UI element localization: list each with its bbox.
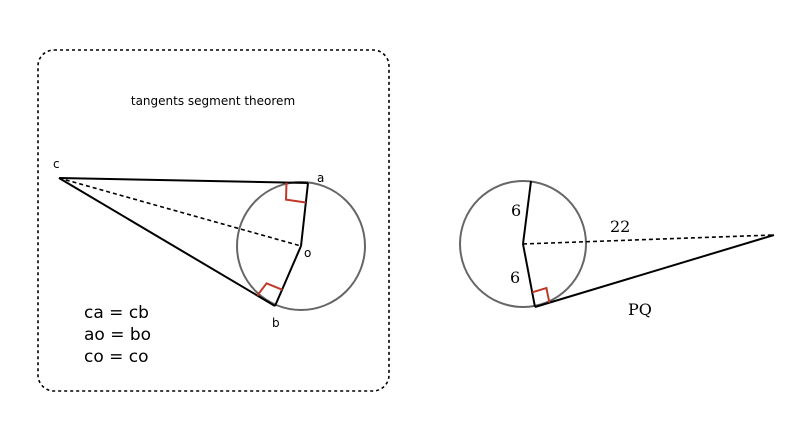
radius-bottom-label: 6 bbox=[510, 268, 520, 287]
hypotenuse-label: 22 bbox=[610, 217, 630, 236]
right-angle-marker-b bbox=[256, 282, 283, 297]
tangent-segment-pq bbox=[534, 234, 775, 308]
right-angle-marker-a bbox=[284, 182, 306, 204]
panel-title: tangents segment theorem bbox=[131, 94, 295, 108]
panel-border bbox=[37, 49, 390, 392]
tangent-label: PQ bbox=[628, 300, 652, 319]
hypotenuse-dashed bbox=[522, 234, 775, 245]
radius-top-label: 6 bbox=[511, 201, 521, 220]
radius-ao bbox=[300, 182, 309, 247]
point-label-a: a bbox=[317, 171, 324, 185]
radius-bottom bbox=[522, 243, 536, 308]
tangent-segment-ca bbox=[58, 177, 309, 184]
problem-figure: 6 6 22 PQ bbox=[459, 180, 775, 319]
point-label-o: o bbox=[304, 246, 311, 260]
radius-top bbox=[522, 180, 532, 245]
equation-co-co: co = co bbox=[84, 347, 149, 367]
theorem-panel: tangents segment theorem c a o b ca = cb… bbox=[37, 49, 390, 392]
segment-co-dashed bbox=[58, 177, 302, 247]
radius-bo bbox=[274, 245, 302, 307]
equation-ca-cb: ca = cb bbox=[84, 303, 149, 323]
point-label-c: c bbox=[53, 157, 60, 171]
problem-circle bbox=[459, 180, 587, 308]
tangent-segment-cb bbox=[58, 177, 276, 307]
equation-ao-bo: ao = bo bbox=[84, 325, 151, 345]
point-label-b: b bbox=[272, 316, 280, 330]
right-angle-marker bbox=[531, 286, 551, 303]
